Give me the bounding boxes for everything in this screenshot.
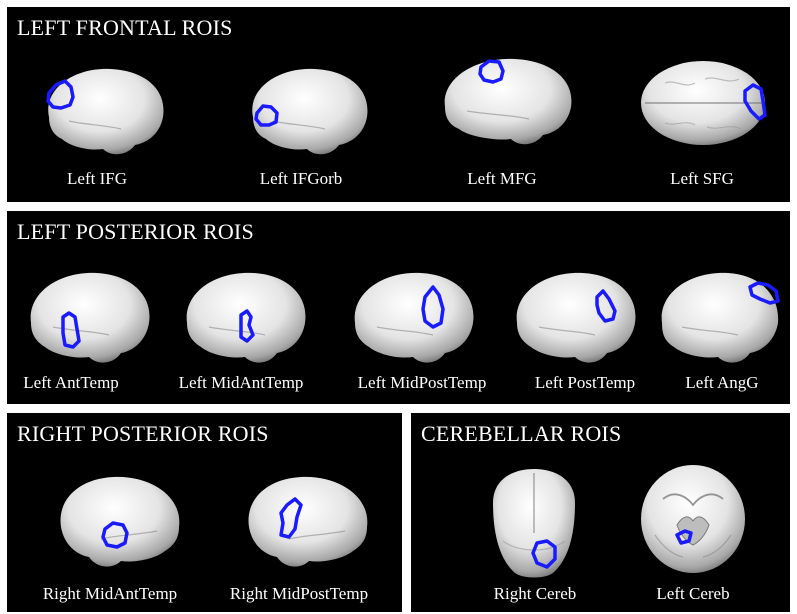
brain-lateral-icon: [233, 59, 383, 159]
brain-superior-icon: [635, 49, 785, 159]
brain-figure-left-sfg: [635, 49, 785, 159]
brain-inferior-icon: [633, 459, 753, 579]
roi-label: Left MFG: [467, 169, 536, 189]
brain-figure-right-midanttemp: [47, 465, 192, 580]
brain-lateral-icon: [175, 261, 320, 371]
panel-title: LEFT FRONTAL ROIS: [17, 15, 233, 41]
left-posterior-panel: LEFT POSTERIOR ROIS Left AntTemp Left Mi…: [7, 211, 790, 404]
roi-label: Left IFGorb: [260, 169, 343, 189]
roi-label: Left MidPostTemp: [358, 373, 487, 393]
brain-lateral-icon: [343, 261, 488, 371]
roi-label: Left AngG: [685, 373, 758, 393]
panel-title: RIGHT POSTERIOR ROIS: [17, 421, 269, 447]
roi-label: Right MidPostTemp: [230, 584, 368, 604]
brain-posterior-icon: [479, 463, 589, 583]
roi-label: Left SFG: [670, 169, 734, 189]
roi-label: Left AntTemp: [23, 373, 119, 393]
brain-figure-left-ifgorb: [233, 59, 383, 159]
roi-label: Right Cereb: [494, 584, 577, 604]
brain-figure-left-angg: [652, 261, 790, 371]
brain-figure-right-cereb: [479, 463, 589, 583]
brain-lateral-icon: [235, 465, 380, 580]
panel-title: LEFT POSTERIOR ROIS: [17, 219, 254, 245]
brain-lateral-icon: [652, 261, 790, 371]
brain-lateral-icon: [29, 59, 179, 159]
brain-lateral-icon: [19, 261, 164, 371]
brain-figure-left-midanttemp: [175, 261, 320, 371]
brain-figure-left-midposttemp: [343, 261, 488, 371]
roi-label: Left IFG: [67, 169, 127, 189]
roi-label: Right MidAntTemp: [43, 584, 177, 604]
brain-figure-left-cereb: [633, 459, 753, 579]
brain-figure-left-mfg: [437, 49, 587, 149]
roi-label: Left Cereb: [656, 584, 729, 604]
brain-lateral-icon: [47, 465, 192, 580]
left-frontal-panel: LEFT FRONTAL ROIS Left IFG Left IFGorb L…: [7, 7, 790, 202]
brain-figure-right-midposttemp: [235, 465, 380, 580]
roi-label: Left MidAntTemp: [179, 373, 304, 393]
brain-lateral-icon: [437, 49, 587, 149]
brain-figure-left-ifg: [29, 59, 179, 159]
roi-label: Left PostTemp: [535, 373, 635, 393]
panel-title: CEREBELLAR ROIS: [421, 421, 621, 447]
brain-figure-left-anttemp: [19, 261, 164, 371]
brain-lateral-icon: [505, 261, 650, 371]
brain-figure-left-posttemp: [505, 261, 650, 371]
cerebellar-panel: CEREBELLAR ROIS Right Cereb Left Cereb: [411, 413, 790, 612]
right-posterior-panel: RIGHT POSTERIOR ROIS Right MidAntTemp Ri…: [7, 413, 402, 612]
